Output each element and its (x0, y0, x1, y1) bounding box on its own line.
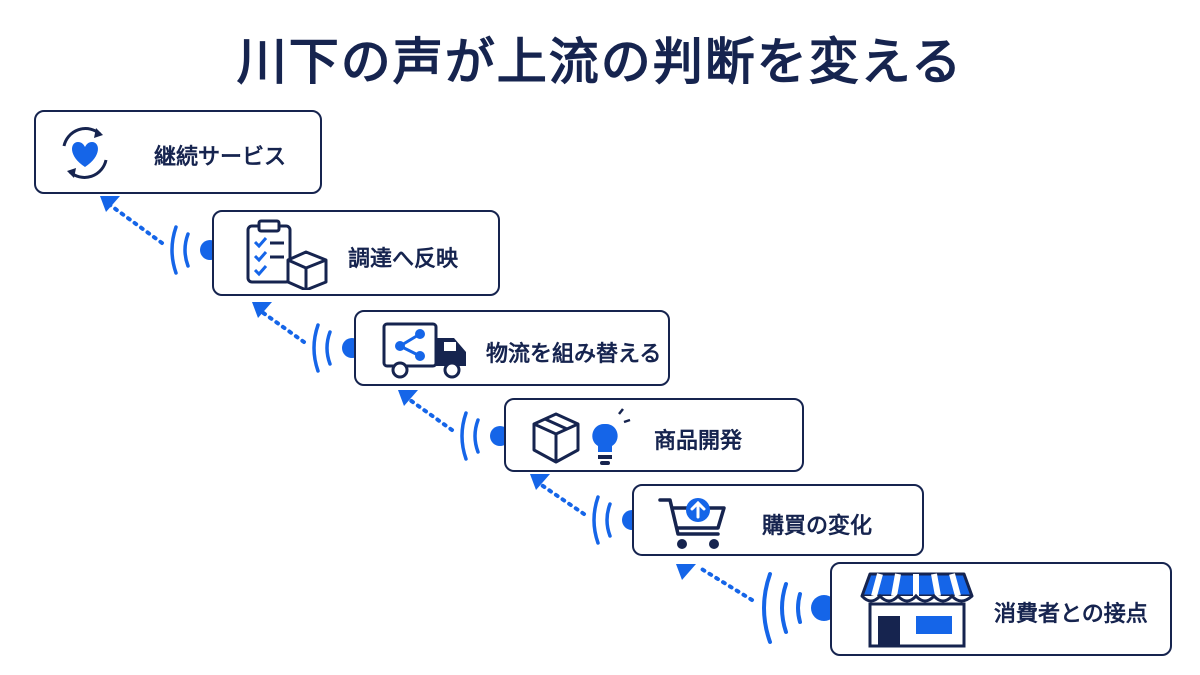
connector-5 (676, 564, 837, 644)
step-label: 消費者との接点 (994, 602, 1148, 627)
box-lightbulb-icon (532, 408, 631, 465)
step-continuous-service: 継続サービス (34, 110, 322, 194)
step-label: 物流を組み替える (486, 342, 662, 367)
arrow-head (530, 474, 550, 490)
page-title: 川下の声が上流の判断を変える (236, 33, 964, 91)
heart-cycle-icon (62, 127, 108, 179)
arrow-head (398, 390, 418, 406)
arrow-head (676, 564, 696, 580)
storefront-icon (860, 572, 974, 648)
step-label: 継続サービス (154, 145, 287, 170)
delivery-truck-icon (382, 322, 466, 379)
step-procurement: 調達へ反映 (212, 210, 500, 296)
connector-2 (252, 302, 362, 373)
arrow-head (100, 196, 120, 212)
step-label: 商品開発 (654, 429, 743, 454)
connector-4 (530, 474, 642, 545)
step-label: 調達へ反映 (348, 247, 459, 272)
step-logistics: 物流を組み替える (354, 310, 670, 386)
connector-3 (398, 390, 510, 461)
shopping-cart-icon (658, 498, 726, 549)
clipboard-box-icon (246, 219, 328, 290)
arrow-head (252, 302, 272, 318)
step-product-development: 商品開発 (504, 398, 804, 472)
step-label: 購買の変化 (762, 514, 873, 539)
step-purchasing-change: 購買の変化 (632, 484, 924, 556)
step-consumer-touchpoint: 消費者との接点 (830, 562, 1172, 656)
connector-1 (100, 196, 220, 275)
